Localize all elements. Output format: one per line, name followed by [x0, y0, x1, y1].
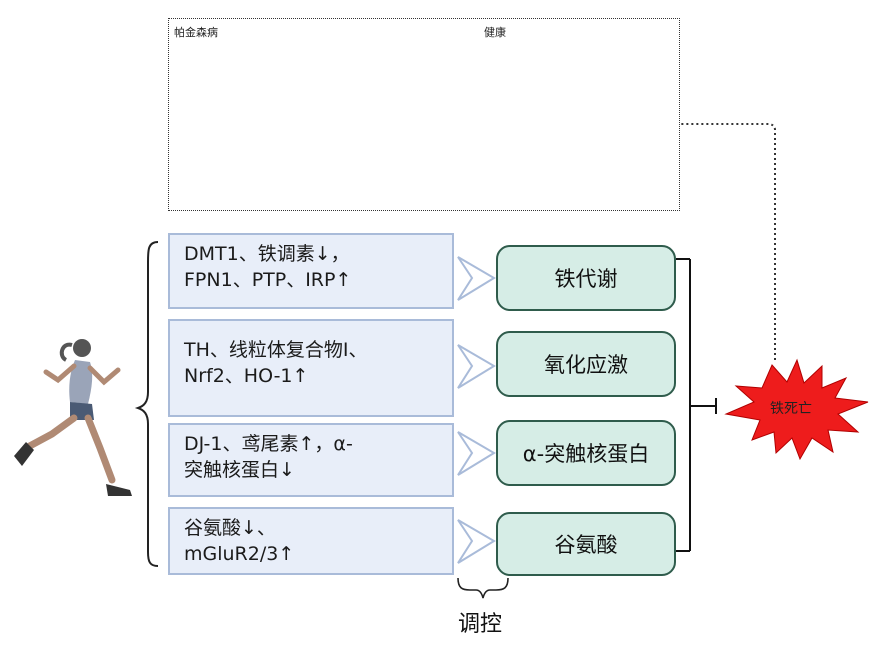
pathway-iron-metabolism: 铁代谢	[496, 245, 676, 311]
factor-box-synuclein: DJ-1、鸢尾素↑，α- 突触核蛋白↓	[168, 423, 454, 497]
chevron-arrows	[457, 256, 496, 564]
factor-line: 突触核蛋白↓	[184, 459, 295, 481]
outcome-panel	[168, 18, 680, 211]
feedback-arrow	[660, 116, 776, 360]
left-brace	[134, 241, 159, 567]
factor-line: 谷氨酸↓、	[184, 517, 276, 539]
factor-line: FPN1、PTP、IRP↑	[184, 269, 352, 291]
factor-line: TH、线粒体复合物Ⅰ、	[184, 339, 368, 361]
factor-box-iron: DMT1、铁调素↓， FPN1、PTP、IRP↑	[168, 233, 454, 309]
factor-line: Nrf2、HO-1↑	[184, 365, 309, 387]
pathway-alpha-synuclein: α-突触核蛋白	[496, 420, 676, 486]
factor-line: DMT1、铁调素↓，	[184, 243, 350, 265]
runner-icon	[14, 339, 132, 496]
factor-box-glutamate: 谷氨酸↓、 mGluR2/3↑	[168, 507, 454, 575]
parkinsons-label: 帕金森病	[174, 26, 218, 39]
regulate-brace	[457, 577, 509, 599]
pathway-glutamate: 谷氨酸	[496, 512, 676, 576]
factor-line: mGluR2/3↑	[184, 543, 295, 565]
healthy-label: 健康	[484, 26, 506, 39]
factor-line: DJ-1、鸢尾素↑，α-	[184, 433, 353, 455]
factor-box-oxidative: TH、线粒体复合物Ⅰ、 Nrf2、HO-1↑	[168, 319, 454, 417]
right-bracket	[676, 258, 717, 552]
pathway-oxidative-stress: 氧化应激	[496, 331, 676, 397]
regulate-label: 调控	[458, 612, 503, 637]
burst-icon	[724, 358, 869, 461]
ferroptosis-label: 铁死亡	[770, 401, 812, 417]
